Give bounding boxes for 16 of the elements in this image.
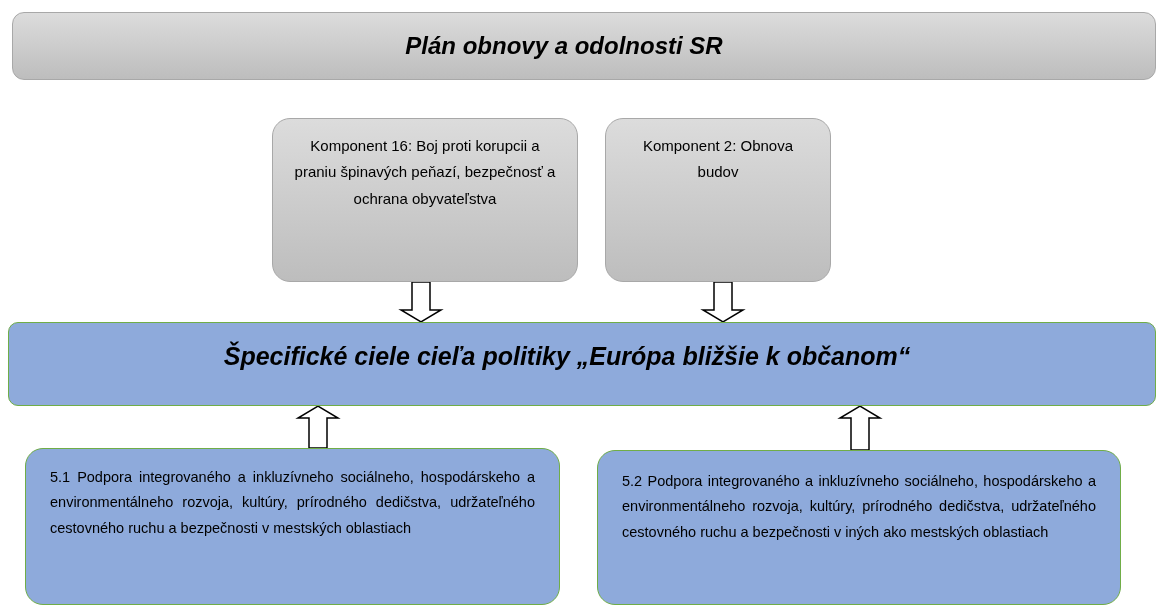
objective-box: [25, 448, 560, 605]
objectives-banner: [8, 322, 1156, 406]
component-box: [272, 118, 578, 282]
box-text: 5.2 Podpora integrovaného a inkluzívneho sociálneho, hospodárskeho a environmentálneho rozvoja, kultúry, prírodného dedičstva, udržateľného cestovného ruchu a bezpečnosti v iných ako mestských oblastiach: [622, 472, 1096, 542]
block-arrow: [398, 281, 444, 323]
block-arrow: [295, 405, 341, 449]
component-box: [605, 118, 831, 282]
title-banner: [12, 12, 1156, 80]
box-text: Komponent 2: Obnova budov: [641, 136, 795, 183]
objective-box: [597, 450, 1121, 605]
box-text: 5.1 Podpora integrovaného a inkluzívneho sociálneho, hospodárskeho a environmentálneho rozvoja, kultúry, prírodného dedičstva, udržateľného cestovného ruchu a bezpečnosti v mestských oblastiach: [50, 468, 535, 538]
banner-title: Plán obnovy a odolnosti SR: [404, 31, 724, 61]
block-arrow: [837, 405, 883, 451]
box-text: Komponent 16: Boj proti korupcii a praniu špinavých peňazí, bezpečnosť a ochrana obyvateľstva: [293, 136, 557, 209]
block-arrow: [700, 281, 746, 323]
banner-title: Špecifické ciele cieľa politiky „Európa bližšie k občanom“: [222, 341, 912, 371]
